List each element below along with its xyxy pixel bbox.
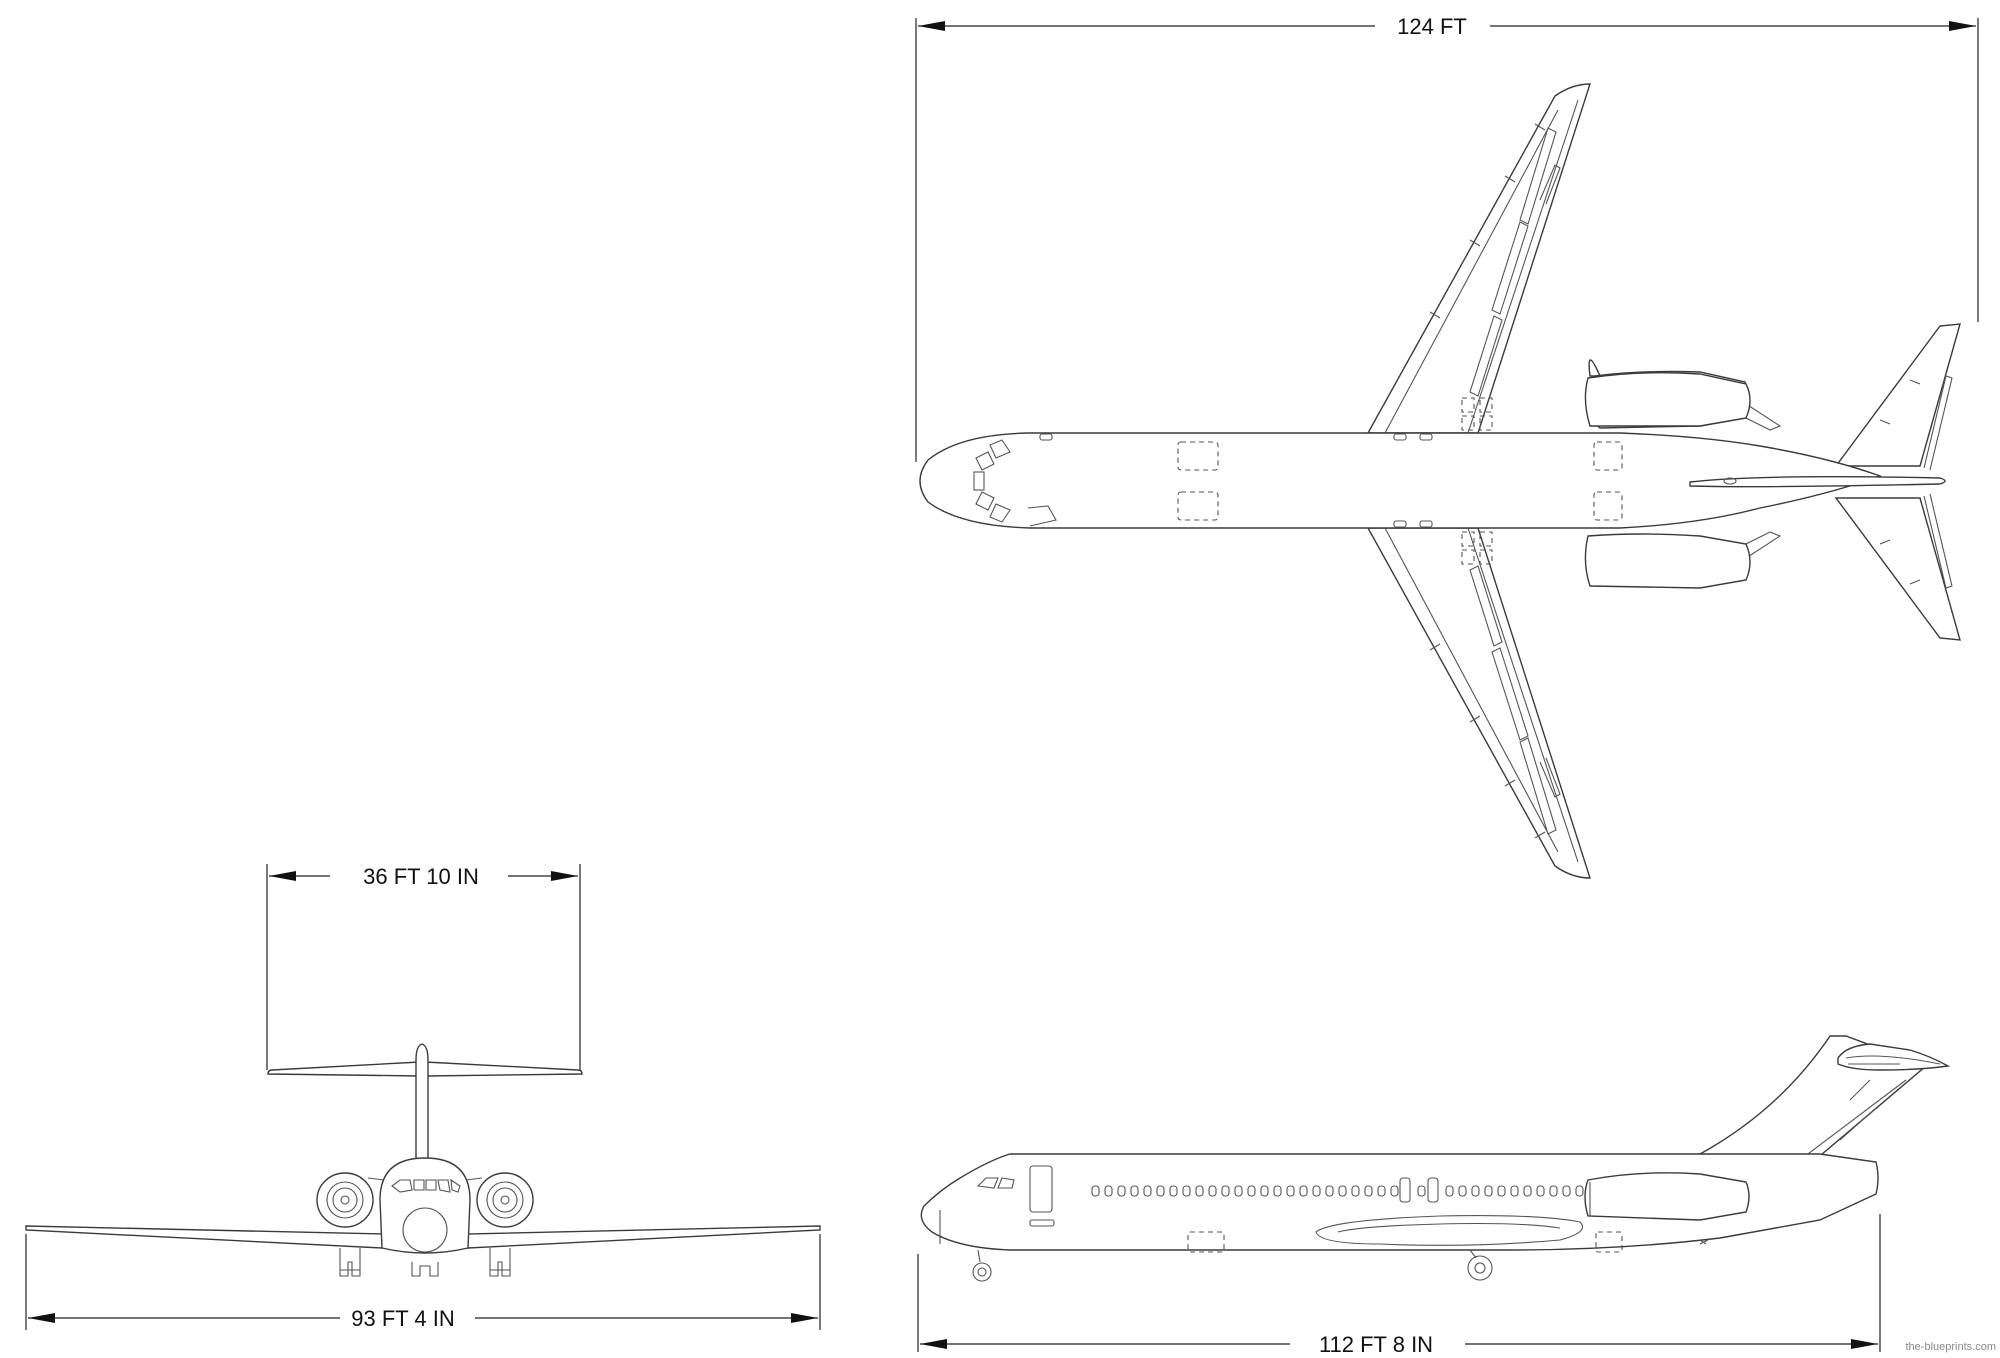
front-landing-gear [339,1248,511,1277]
side-vertical-tail [1697,1035,1951,1167]
front-engine-right [465,1172,534,1228]
front-t-tail [267,1043,583,1163]
side-landing-gear [972,1249,1493,1282]
top-length-dimension: 124 FT [915,14,1979,462]
top-view: 124 FT [915,14,1979,879]
tail-height-label: 36 FT 10 IN [363,864,479,889]
tail-height-dimension: 36 FT 10 IN [266,864,581,1070]
cabin-windows [1091,1177,1584,1203]
wingspan-label: 93 FT 4 IN [351,1306,455,1331]
top-length-label: 124 FT [1397,14,1467,39]
side-engine [1584,1172,1750,1221]
side-length-label: 112 FT 8 IN [1319,1332,1433,1357]
top-engine-upper [1584,359,1782,431]
front-engine-left [316,1172,385,1228]
wingspan-dimension: 93 FT 4 IN [25,1234,821,1331]
horizontal-stabilizer [1834,323,1961,641]
watermark-text: the-blueprints.com [1906,1341,1997,1353]
front-fuselage [379,1157,471,1254]
side-length-dimension: 112 FT 8 IN [917,1214,1881,1357]
top-fuselage [919,397,1946,565]
top-engine-lower [1584,531,1782,589]
upper-wing [1366,83,1591,434]
front-view: 36 FT 10 IN [25,864,821,1331]
lower-wing [1366,527,1591,879]
side-view: 112 FT 8 IN [917,1035,1951,1357]
